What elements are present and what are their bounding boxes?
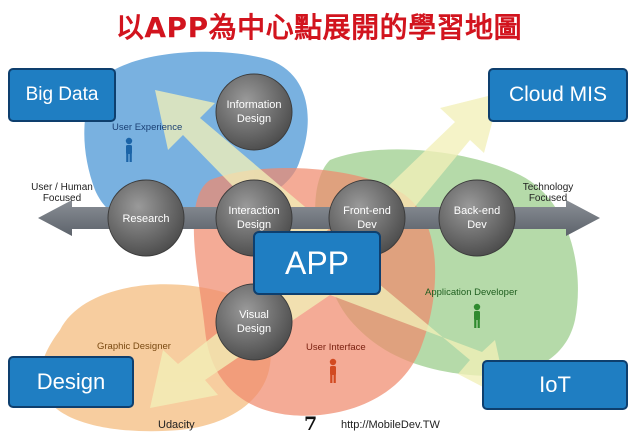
research-node: Research <box>107 179 185 257</box>
backend-dev-label-2: Dev <box>467 219 487 231</box>
footer-source: Udacity <box>158 419 195 431</box>
footer-url: http://MobileDev.TW <box>341 419 440 431</box>
app-center-box: APP <box>253 231 381 295</box>
graphic-designer-label: Graphic Designer <box>97 341 171 352</box>
user-interface-person-icon <box>329 358 337 383</box>
backend-dev-node: Back-end Dev <box>438 179 516 257</box>
design-box: Design <box>8 356 134 408</box>
iot-box: IoT <box>482 360 628 410</box>
interaction-design-label-1: Interaction <box>228 205 279 217</box>
user-experience-label: User Experience <box>112 122 182 133</box>
page-number: 7 <box>304 413 318 435</box>
cloud-mis-box: Cloud MIS <box>488 68 628 122</box>
information-design-label-1: Information <box>226 99 281 111</box>
application-developer-label: Application Developer <box>425 287 517 298</box>
visual-design-node: Visual Design <box>215 283 293 361</box>
axis-left-label-2: Focused <box>43 193 81 204</box>
axis-right-label-2: Focused <box>529 193 567 204</box>
big-data-box: Big Data <box>8 68 116 122</box>
research-label: Research <box>122 213 169 225</box>
axis-left-label-1: User / Human <box>31 182 93 193</box>
information-design-label-2: Design <box>237 113 271 125</box>
application-developer-person-icon <box>473 303 481 328</box>
interaction-design-label-2: Design <box>237 219 271 231</box>
information-design-node: Information Design <box>215 73 293 151</box>
backend-dev-label-1: Back-end <box>454 205 500 217</box>
frontend-dev-label-1: Front-end <box>343 205 391 217</box>
frontend-dev-label-2: Dev <box>357 219 377 231</box>
arrow-to-iot <box>330 268 508 400</box>
axis-right-label-1: Technology <box>523 182 574 193</box>
page-title: 以APP為中心點展開的學習地圖 <box>115 11 523 44</box>
visual-design-label-2: Design <box>237 323 271 335</box>
user-interface-label: User Interface <box>306 342 366 353</box>
visual-design-label-1: Visual <box>239 309 269 321</box>
user-experience-person-icon <box>125 137 133 162</box>
